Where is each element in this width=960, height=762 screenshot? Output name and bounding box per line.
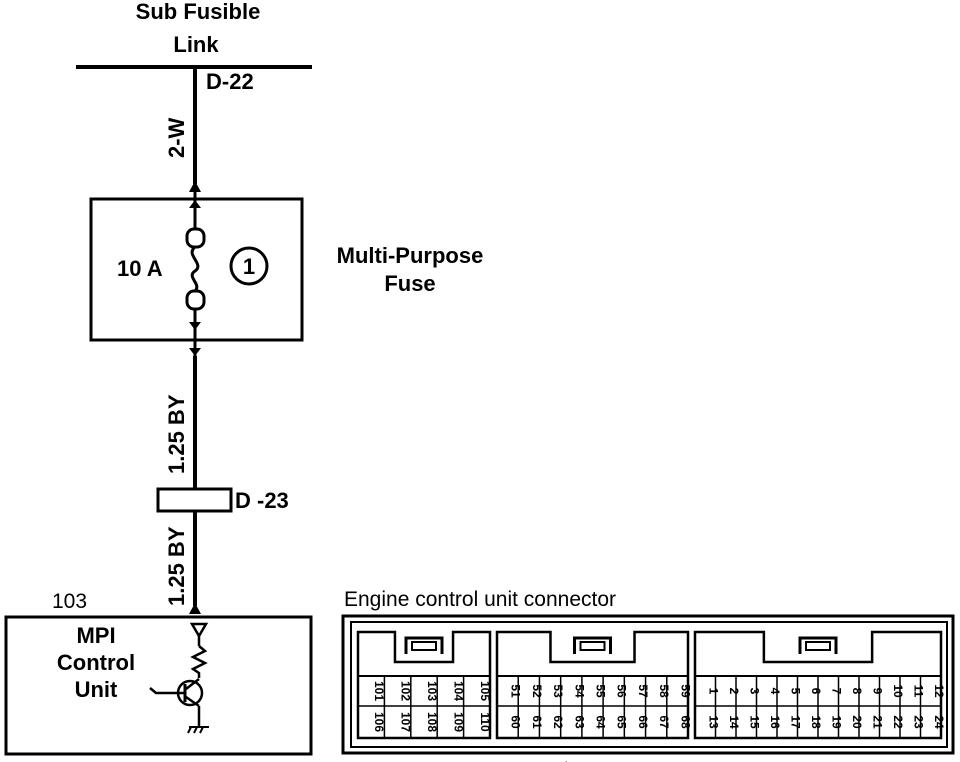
ecu-pin-label: 20 bbox=[850, 715, 864, 729]
ecu-group1-lock-tab bbox=[404, 636, 444, 654]
ecu-pin-label: 110 bbox=[478, 712, 492, 732]
ecu-pin-label: 19 bbox=[829, 715, 843, 729]
ecu-pin-label: 24 bbox=[932, 715, 946, 729]
fuse-terminal-bottom bbox=[185, 289, 206, 311]
ecu-pin-label: 106 bbox=[372, 712, 386, 732]
fuse-terminal-top bbox=[185, 227, 206, 249]
ecu-pin-label: 67 bbox=[657, 715, 671, 729]
connector-d23-label: D -23 bbox=[235, 488, 289, 513]
mpi-control-unit-box bbox=[4, 615, 313, 756]
mpi-label-line3: Unit bbox=[75, 677, 118, 702]
ecu-pin-label: 60 bbox=[509, 715, 523, 729]
ecu-pin-label: 65 bbox=[615, 715, 629, 729]
ecu-pin-label: 11 bbox=[911, 685, 925, 698]
arrow-top-lower bbox=[189, 200, 201, 208]
ecu-group1-shell bbox=[356, 630, 492, 740]
wire-2w-label: 2-W bbox=[164, 117, 189, 158]
ecu-pin-label: 108 bbox=[425, 712, 439, 732]
ecu-pin-label: 6 bbox=[809, 688, 823, 695]
multi-purpose-fuse-label-line1: Multi-Purpose bbox=[337, 243, 484, 268]
wire-125by-upper-label: 1.25 BY bbox=[164, 394, 189, 474]
ecu-pin-label: 3 bbox=[747, 688, 761, 695]
sub-fusible-link-label-line2: Link bbox=[173, 32, 219, 57]
ecu-pin-label: 109 bbox=[451, 712, 465, 732]
ecu-pin-label: 12 bbox=[932, 684, 946, 698]
transistor-base-lead bbox=[149, 687, 185, 695]
ecu-pin-label: 10 bbox=[891, 684, 905, 698]
ecu-connector-inner bbox=[350, 621, 948, 748]
ecu-pin-label: 21 bbox=[870, 715, 884, 729]
ecu-pin-label: 15 bbox=[747, 715, 761, 729]
ecu-pin-label: 18 bbox=[809, 715, 823, 729]
ecu-pin-label: 54 bbox=[572, 684, 586, 698]
ecu-pin-label: 104 bbox=[451, 681, 465, 701]
ecu-pin-label: 4 bbox=[768, 688, 782, 695]
ecu-pin-label: 56 bbox=[615, 684, 629, 698]
ecu-pin-label: 5 bbox=[788, 688, 802, 695]
transistor-collector bbox=[185, 678, 200, 690]
fuse-rating-label: 10 A bbox=[117, 256, 163, 281]
wire-125by-lower-label: 1.25 BY bbox=[164, 526, 189, 606]
ecu-pin-label: 62 bbox=[551, 715, 565, 729]
ecu-pin-label: 1 bbox=[706, 688, 720, 695]
ecu-group3-shell bbox=[693, 630, 943, 740]
ecu-pin-label: 51 bbox=[509, 684, 523, 698]
ground-symbol-icon bbox=[187, 726, 209, 734]
ecu-pin-label: 23 bbox=[911, 715, 925, 729]
ecu-pin-label: 63 bbox=[572, 715, 586, 729]
ecu-group2-shell bbox=[495, 630, 690, 740]
terminal-103-label: 103 bbox=[52, 590, 87, 613]
ecu-pin-label: 68 bbox=[678, 715, 692, 729]
ecu-pin-label: 55 bbox=[594, 684, 608, 698]
mpi-label-line1: MPI bbox=[76, 623, 115, 648]
ecu-group3-lock-tab bbox=[798, 636, 838, 654]
ecu-group2-lock-slot bbox=[579, 641, 606, 651]
ecu-pin-label: 53 bbox=[551, 684, 565, 698]
ecu-pin-label: 2 bbox=[727, 688, 741, 695]
multi-purpose-fuse-label-line2: Fuse bbox=[384, 271, 435, 296]
ecu-pin-label: 13 bbox=[706, 715, 720, 729]
ecu-pin-label: 52 bbox=[530, 684, 544, 698]
fuse-number-label: 1 bbox=[243, 254, 255, 279]
ecu-pin-label: 61 bbox=[530, 715, 544, 729]
connector-d22-label: D-22 bbox=[206, 69, 254, 94]
ecu-pin-label: 102 bbox=[399, 681, 413, 701]
fuse-element bbox=[190, 245, 200, 293]
ecu-pin-label: 105 bbox=[478, 681, 492, 701]
arrow-bottom-upper bbox=[189, 322, 201, 330]
ecu-group2-lock-tab bbox=[573, 636, 612, 654]
mpi-label-line2: Control bbox=[57, 650, 135, 675]
ecu-pin-label: 64 bbox=[594, 715, 608, 729]
mpi-input-triangle bbox=[189, 622, 209, 639]
arrow-into-mpi bbox=[189, 603, 201, 614]
ecu-pin-label: 7 bbox=[829, 688, 843, 695]
arrow-bottom-lower bbox=[189, 348, 201, 356]
ecu-pin-label: 103 bbox=[425, 681, 439, 701]
ecu-pin-label: 8 bbox=[850, 688, 864, 695]
ecu-pin-label: 59 bbox=[678, 684, 692, 698]
ecu-pin-label: 17 bbox=[788, 715, 802, 729]
ecu-group1-lock-slot bbox=[411, 641, 437, 651]
ecu-pin-label: 16 bbox=[768, 715, 782, 729]
fuse-number-circle bbox=[229, 246, 269, 286]
ecu-pin-label: 101 bbox=[372, 681, 386, 701]
ecu-pin-label: 66 bbox=[636, 715, 650, 729]
sub-fusible-link-label-line1: Sub Fusible bbox=[136, 0, 261, 24]
ecu-pin-label: 9 bbox=[870, 688, 884, 695]
transistor-emitter bbox=[185, 695, 200, 708]
connector-d23-body bbox=[156, 487, 233, 513]
ecu-connector-title: Engine control unit connector bbox=[344, 588, 616, 611]
ecu-pin-label: 22 bbox=[891, 715, 905, 729]
ecu-connector-outer bbox=[341, 614, 955, 755]
stray-mark: . bbox=[565, 755, 567, 762]
ecu-pin-label: 57 bbox=[636, 684, 650, 698]
ecu-pin-label: 107 bbox=[399, 712, 413, 732]
ecu-pin-label: 14 bbox=[727, 715, 741, 729]
ecu-group3-lock-slot bbox=[805, 641, 831, 651]
mpi-resistor bbox=[190, 645, 208, 678]
ecu-pin-label: 58 bbox=[657, 684, 671, 698]
